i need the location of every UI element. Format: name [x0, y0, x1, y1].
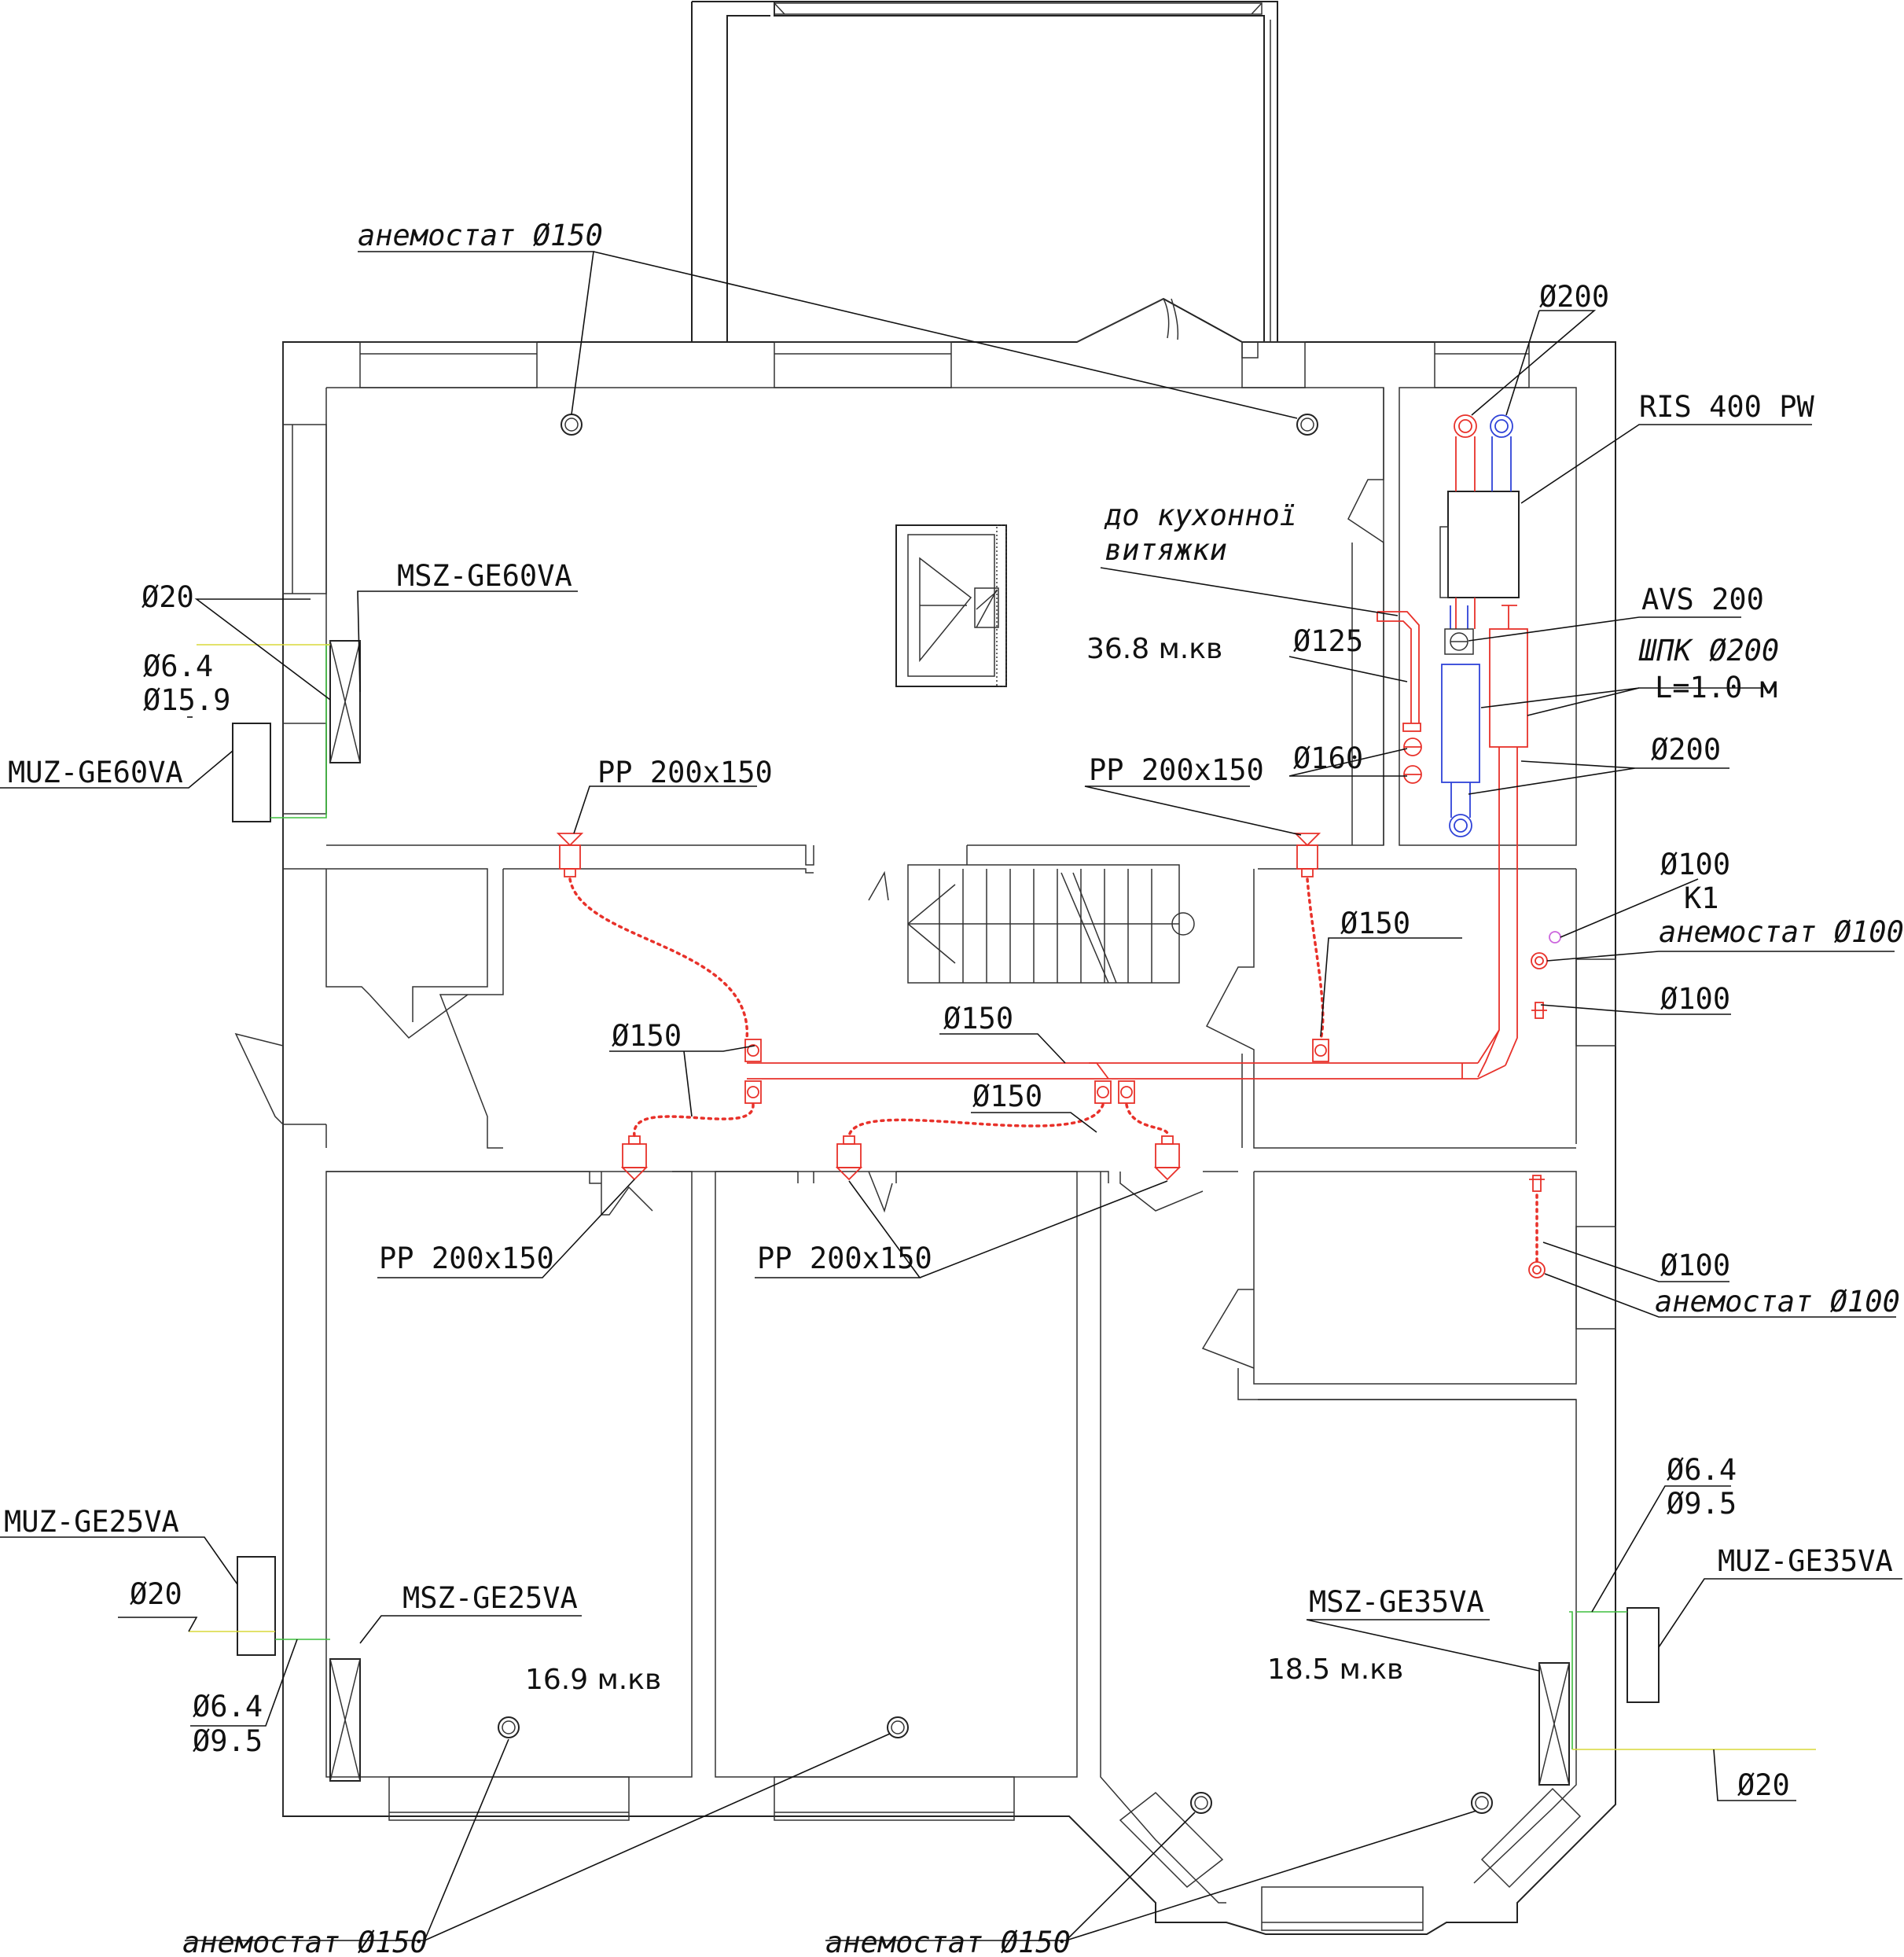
room-area-bedroom-left: 16.9 м.кв [525, 1664, 661, 1696]
room-area-living: 36.8 м.кв [1086, 633, 1222, 665]
label-muz-25: MUZ-GE25VA [4, 1505, 179, 1539]
label-shpk-len: L=1.0 м [1655, 671, 1777, 704]
label-anemostat-100-lower: анемостат Ø100 [1655, 1285, 1900, 1319]
fireplace [895, 524, 1007, 687]
label-pp-left: PP 200x150 [597, 756, 773, 789]
silencer-extract [1441, 664, 1480, 783]
label-d100-k1: Ø100 [1660, 848, 1730, 881]
walls [234, 1, 1616, 1935]
label-kitchen-2: витяжки [1105, 533, 1227, 567]
label-kitchen-1: до кухонної [1104, 498, 1297, 532]
grille-pp-3 [620, 1135, 649, 1181]
label-avs: AVS 200 [1641, 583, 1764, 616]
ventilation-system [556, 414, 1561, 1278]
room-area-bedroom-right: 18.5 м.кв [1267, 1654, 1403, 1686]
air-conditioners [189, 640, 1816, 1786]
label-d64-right: Ø6.4 [1667, 1453, 1737, 1487]
label-muz-35: MUZ-GE35VA [1718, 1544, 1893, 1578]
label-anemostat-150-bl: анемостат Ø150 [182, 1926, 428, 1957]
label-d64-top: Ø6.4 [143, 649, 213, 683]
label-d64-left: Ø6.4 [193, 1690, 263, 1723]
label-k1: K1 [1684, 881, 1719, 915]
grille-pp-5 [1153, 1135, 1182, 1181]
grille-pp-2 [1293, 833, 1321, 877]
outdoor-unit-35 [1626, 1607, 1660, 1703]
indoor-unit-25 [329, 1658, 361, 1782]
label-d100-lower: Ø100 [1660, 1249, 1730, 1282]
label-d200-mid: Ø200 [1651, 733, 1721, 767]
label-d100-right: Ø100 [1660, 982, 1730, 1016]
label-d125: Ø125 [1293, 624, 1363, 658]
label-d150-right: Ø150 [1340, 907, 1410, 940]
outdoor-unit-25 [237, 1556, 276, 1656]
label-pp-bottom-left: PP 200x150 [379, 1242, 554, 1275]
label-d95-right: Ø9.5 [1667, 1487, 1737, 1521]
indoor-unit-60 [329, 640, 361, 763]
label-d20-right: Ø20 [1737, 1768, 1790, 1802]
label-pp-bottom-mid: PP 200x150 [757, 1242, 932, 1275]
label-msz-60: MSZ-GE60VA [397, 559, 572, 593]
label-anemostat-150-top: анемостат Ø150 [358, 219, 603, 252]
indoor-unit-35 [1538, 1662, 1570, 1786]
label-d95-left: Ø9.5 [193, 1724, 263, 1758]
label-d150-left: Ø150 [612, 1019, 682, 1053]
label-d150-main: Ø150 [943, 1002, 1013, 1036]
label-pp-right: PP 200x150 [1089, 753, 1264, 787]
avs-unit [1444, 628, 1474, 655]
grille-pp-1 [556, 833, 584, 877]
label-muz-60: MUZ-GE60VA [8, 756, 183, 789]
label-ris: RIS 400 PW [1639, 390, 1814, 424]
label-msz-25: MSZ-GE25VA [402, 1581, 578, 1615]
leader-lines [0, 251, 1902, 1941]
outdoor-unit-60 [232, 723, 271, 822]
recuperator-unit [1447, 491, 1520, 598]
grille-pp-4 [835, 1135, 863, 1181]
label-d20-left: Ø20 [130, 1577, 182, 1611]
label-d150-center: Ø150 [972, 1080, 1042, 1113]
label-d200-top: Ø200 [1539, 280, 1609, 314]
label-d20-top: Ø20 [142, 580, 194, 614]
label-anemostat-100-top: анемостат Ø100 [1659, 915, 1904, 949]
label-d159: Ø15.9 [143, 683, 230, 717]
label-d160: Ø160 [1293, 741, 1363, 775]
label-shpk: ШПК Ø200 [1638, 634, 1779, 668]
k1-damper-marker [1549, 931, 1561, 944]
staircase [868, 864, 1195, 984]
silencer-supply [1489, 628, 1528, 748]
label-msz-35: MSZ-GE35VA [1309, 1585, 1484, 1619]
label-anemostat-150-br: анемостат Ø150 [825, 1926, 1071, 1957]
annotations: анемостат Ø150 Ø200 RIS 400 PW до кухонн… [4, 219, 1904, 1957]
